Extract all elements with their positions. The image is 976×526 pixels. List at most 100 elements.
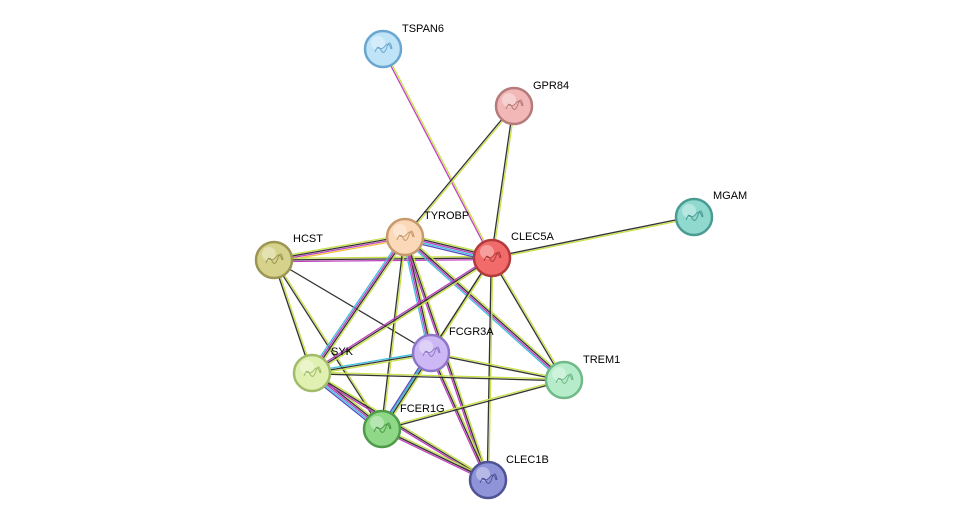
edge-clec5a-trem1 <box>490 257 566 381</box>
edge-strand <box>488 258 494 481</box>
edge-strand <box>311 257 493 374</box>
edge-strand <box>272 260 312 374</box>
node-highlight <box>502 93 516 107</box>
edge-tyrobp-fcer1g <box>380 236 407 430</box>
node-label-fcer1g: FCER1G <box>400 403 445 415</box>
node-label-tyrobp: TYROBP <box>424 210 469 222</box>
node-label-hcst: HCST <box>293 233 323 245</box>
edge-strand <box>381 49 492 259</box>
node-circle[interactable] <box>385 217 425 257</box>
edge-strand <box>273 257 493 261</box>
node-hcst[interactable]: HCST <box>254 233 323 280</box>
edge-strand <box>405 106 516 238</box>
node-label-tspan6: TSPAN6 <box>402 23 444 35</box>
node-highlight <box>419 340 433 354</box>
edge-strand <box>311 352 432 374</box>
node-highlight <box>370 416 384 430</box>
edge-mgam-clec5a <box>491 215 695 260</box>
node-highlight <box>300 360 314 374</box>
node-label-gpr84: GPR84 <box>533 80 569 92</box>
node-circle[interactable] <box>411 333 451 373</box>
edge-strand <box>403 237 431 354</box>
node-gpr84[interactable]: GPR84 <box>494 80 569 126</box>
node-highlight <box>476 467 490 481</box>
node-clec1b[interactable]: CLEC1B <box>468 454 549 500</box>
node-highlight <box>552 367 566 381</box>
edge-strand <box>491 215 694 258</box>
protein-structure-icon <box>505 99 524 110</box>
node-syk[interactable]: SYK <box>292 346 354 393</box>
node-circle[interactable] <box>292 353 332 393</box>
edge-strand <box>405 235 565 380</box>
protein-structure-icon <box>373 422 392 433</box>
edge-fcer1g-trem1 <box>381 378 565 431</box>
protein-structure-icon <box>265 253 284 264</box>
protein-structure-icon <box>422 346 441 357</box>
edge-strand <box>312 258 494 375</box>
edge-fcgr3a-clec1b <box>428 352 491 481</box>
node-circle[interactable] <box>674 197 714 237</box>
edge-strand <box>310 256 492 373</box>
edge-fcgr3a-syk <box>311 350 432 376</box>
edge-strand <box>431 351 565 380</box>
edge-strand <box>492 257 566 380</box>
protein-structure-icon <box>555 373 574 384</box>
edge-strand <box>272 260 382 430</box>
protein-structure-icon <box>303 366 322 377</box>
edge-tyrobp-trem1 <box>402 234 567 383</box>
edge-syk-trem1 <box>311 371 565 382</box>
node-label-fcgr3a: FCGR3A <box>449 326 494 338</box>
node-trem1[interactable]: TREM1 <box>544 354 620 400</box>
edge-strand <box>382 237 407 430</box>
edge-strand <box>312 353 432 376</box>
edge-strand <box>430 353 564 382</box>
edge-strand <box>312 237 407 374</box>
edge-strand <box>273 255 492 260</box>
node-label-clec5a: CLEC5A <box>511 231 554 243</box>
edge-hcst-fcgr3a <box>273 259 432 354</box>
edge-strand <box>311 350 431 373</box>
node-circle[interactable] <box>254 240 294 280</box>
node-label-syk: SYK <box>331 346 354 358</box>
node-tspan6[interactable]: TSPAN6 <box>363 23 444 69</box>
node-circle[interactable] <box>472 238 512 278</box>
protein-structure-icon <box>396 230 415 241</box>
edge-strand <box>312 371 565 380</box>
node-clec5a[interactable]: CLEC5A <box>472 231 554 278</box>
edge-strand <box>309 235 404 373</box>
edge-tyrobp-syk <box>309 235 408 375</box>
edge-clec5a-syk <box>310 256 494 375</box>
edge-strand <box>274 258 493 263</box>
node-label-clec1b: CLEC1B <box>506 454 549 466</box>
node-circle[interactable] <box>363 29 403 69</box>
node-fcgr3a[interactable]: FCGR3A <box>411 326 494 373</box>
node-tyrobp[interactable]: TYROBP <box>385 210 469 257</box>
node-highlight <box>480 245 494 259</box>
node-mgam[interactable]: MGAM <box>674 190 747 237</box>
node-circle[interactable] <box>468 460 508 500</box>
edge-strand <box>428 353 488 481</box>
node-highlight <box>262 247 276 261</box>
edge-strand <box>404 237 564 382</box>
node-fcer1g[interactable]: FCER1G <box>362 403 445 449</box>
node-circle[interactable] <box>544 360 584 400</box>
edge-clec5a-clec1b <box>486 257 494 481</box>
edge-strand <box>274 259 314 373</box>
edge-fcer1g-clec1b <box>381 426 489 483</box>
edge-strand <box>490 105 514 258</box>
protein-structure-icon <box>374 42 393 53</box>
node-label-mgam: MGAM <box>713 190 747 202</box>
node-circle[interactable] <box>362 409 402 449</box>
edge-strand <box>406 234 567 379</box>
protein-structure-icon <box>685 210 704 221</box>
edge-strand <box>381 378 564 429</box>
edge-hcst-syk <box>272 259 314 374</box>
node-label-trem1: TREM1 <box>583 354 620 366</box>
edge-strand <box>486 257 492 480</box>
edge-strand <box>492 217 695 260</box>
edge-gpr84-tyrobp <box>403 105 516 238</box>
edge-strand <box>430 352 489 481</box>
node-circle[interactable] <box>494 86 534 126</box>
edge-strand <box>382 426 489 480</box>
